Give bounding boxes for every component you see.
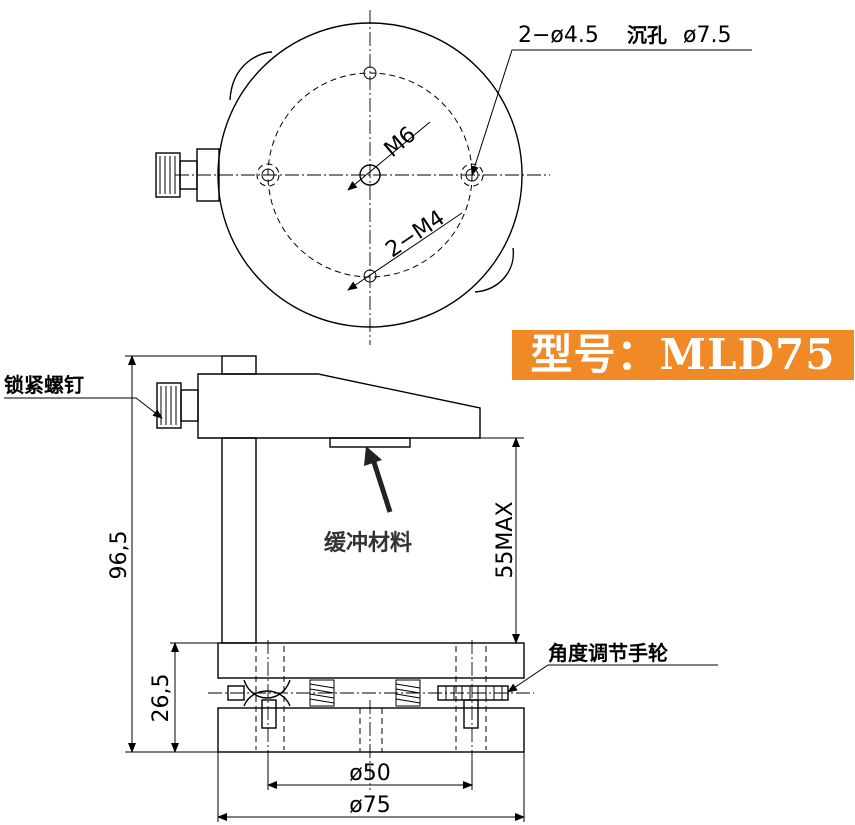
base-plate — [217, 707, 525, 753]
column — [221, 437, 257, 644]
callout-leaders — [4, 397, 718, 693]
dim-total-height: 96,5 — [107, 531, 132, 580]
side-view — [156, 355, 534, 790]
dimension-lines — [125, 355, 525, 822]
center-hole — [359, 164, 381, 186]
dim-max-gap: 55MAX — [493, 501, 518, 578]
dim-base-height: 26,5 — [149, 674, 174, 723]
thread-m4-label: 2−M4 — [381, 206, 449, 263]
upper-plate — [217, 642, 525, 679]
hole-note-suffix: ø7.5 — [683, 23, 731, 48]
buffer-pad — [329, 437, 411, 448]
hole-note-cn: 沉孔 — [627, 23, 667, 47]
thread-m6-label: M6 — [380, 122, 421, 162]
angle-wheel-label: 角度调节手轮 — [548, 641, 668, 665]
arm — [197, 373, 481, 439]
model-badge: 型号：MLD75 — [512, 330, 854, 380]
buffer-material-label: 缓冲材料 — [324, 530, 412, 556]
top-view — [155, 10, 752, 345]
dim-hole-circle: ø50 — [349, 761, 390, 786]
lock-screw-label: 锁紧螺钉 — [4, 373, 84, 397]
dim-base-diameter: ø75 — [349, 793, 390, 818]
hole-note-prefix: 2−ø4.5 — [518, 23, 599, 48]
